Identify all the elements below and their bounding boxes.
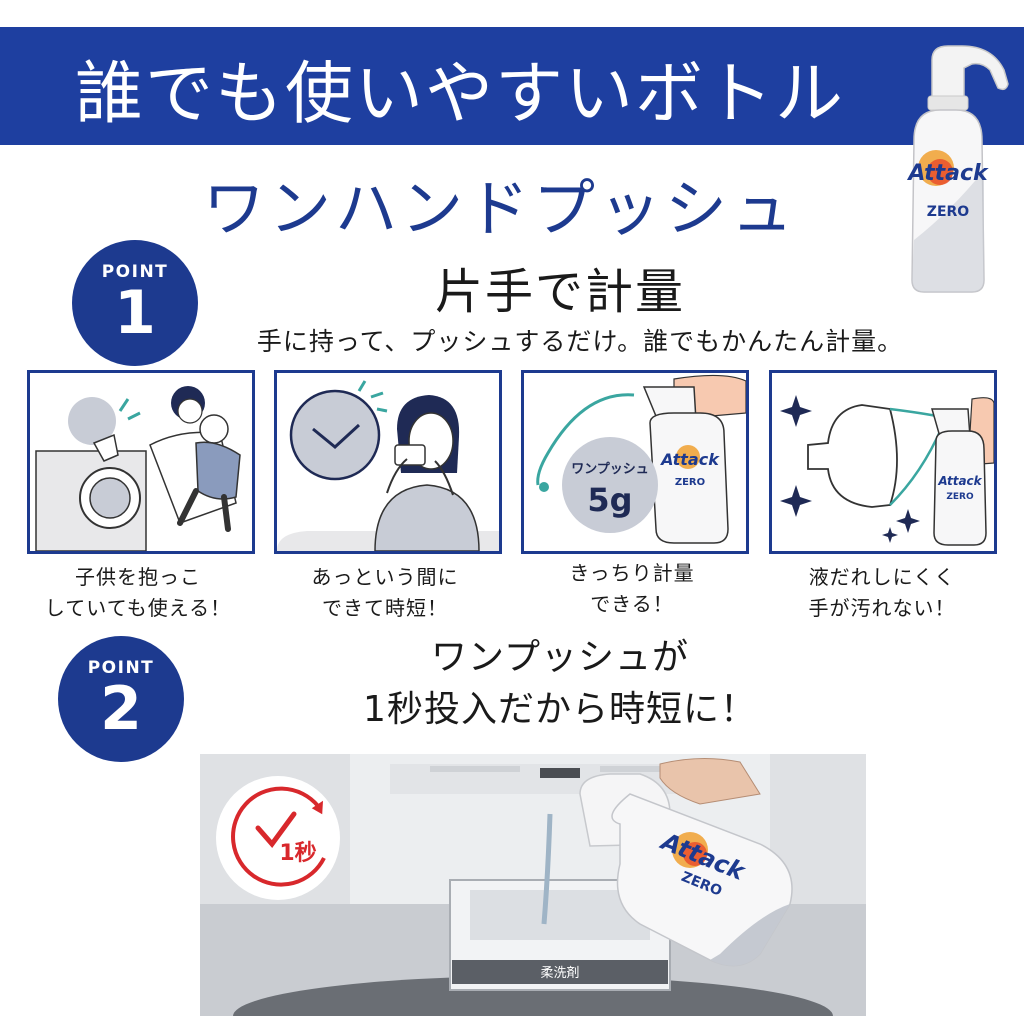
caption-line: 子供を抱っこ — [75, 565, 201, 589]
caption-holding-child: 子供を抱っこ していても使える！ — [18, 562, 258, 624]
title-banner — [0, 27, 1024, 145]
point-1-title: 片手で計量 — [434, 264, 685, 320]
caption-line: していても使える！ — [44, 596, 232, 620]
caption-line: できて時短！ — [322, 596, 448, 620]
timer-label: 1秒 — [279, 841, 316, 866]
one-push-label: ワンプッシュ — [571, 462, 649, 477]
sparkle-icon — [780, 395, 812, 427]
illustration-holding-child — [35, 386, 241, 551]
point-1-badge: POINT 1 — [72, 240, 198, 366]
caption-measure: きっちり計量 できる！ — [512, 558, 752, 620]
banner-title: 誰でも使いやすいボトル — [74, 54, 845, 134]
sparkle-icon — [882, 527, 898, 543]
point-2-title-line: ワンプッシュが — [431, 637, 689, 678]
panel-quick — [274, 370, 502, 554]
panel4-bottle-variant: ZERO — [946, 492, 974, 502]
caption-line: きっちり計量 — [569, 561, 695, 585]
panel-bottle-brand: Attack — [659, 450, 720, 469]
bottle-brand: Attack — [906, 161, 989, 186]
point-number: 2 — [100, 674, 142, 744]
point-2-title: ワンプッシュが 1秒投入だから時短に！ — [300, 632, 820, 736]
sparkle-icon — [780, 485, 812, 517]
caption-line: あっという間に — [311, 565, 459, 589]
washer-panel-label: 柔洗剤 — [540, 965, 579, 981]
panel-holding-child — [27, 370, 255, 554]
caption-no-drip: 液だれしにくく 手が汚れない！ — [762, 562, 1002, 624]
bottle-variant: ZERO — [927, 204, 969, 220]
washer-photo: 柔洗剤 Attack ZERO 1秒 — [200, 754, 866, 1016]
caption-line: 液だれしにくく — [808, 565, 956, 589]
product-bottle-image: Attack ZERO — [906, 45, 1009, 293]
panel-measure: Attack ZERO ワンプッシュ 5g — [521, 370, 749, 554]
point-2-badge: POINT 2 — [58, 636, 184, 762]
subtitle: ワンハンドプッシュ — [202, 172, 797, 245]
illustration-no-drip: Attack ZERO — [780, 395, 994, 546]
caption-line: 手が汚れない！ — [808, 596, 956, 620]
one-push-value: 5g — [587, 481, 632, 519]
caption-line: できる！ — [590, 592, 674, 616]
point-1-description: 手に持って、プッシュするだけ。誰でもかんたん計量。 — [256, 327, 904, 356]
point-number: 1 — [114, 278, 156, 348]
illustration-quick — [277, 380, 499, 551]
washer-scene: 柔洗剤 Attack ZERO 1秒 — [200, 754, 866, 1016]
panel4-bottle-brand: Attack — [937, 474, 982, 488]
sparkle-icon — [896, 509, 920, 533]
caption-quick: あっという間に できて時短！ — [265, 562, 505, 624]
panel-no-drip: Attack ZERO — [769, 370, 997, 554]
point-label: POINT — [87, 658, 155, 678]
panel-bottle-variant: ZERO — [675, 477, 705, 488]
illustration-measure: Attack ZERO ワンプッシュ 5g — [536, 374, 746, 544]
point-2-title-line: 1秒投入だから時短に！ — [363, 689, 757, 730]
point-label: POINT — [101, 262, 169, 282]
